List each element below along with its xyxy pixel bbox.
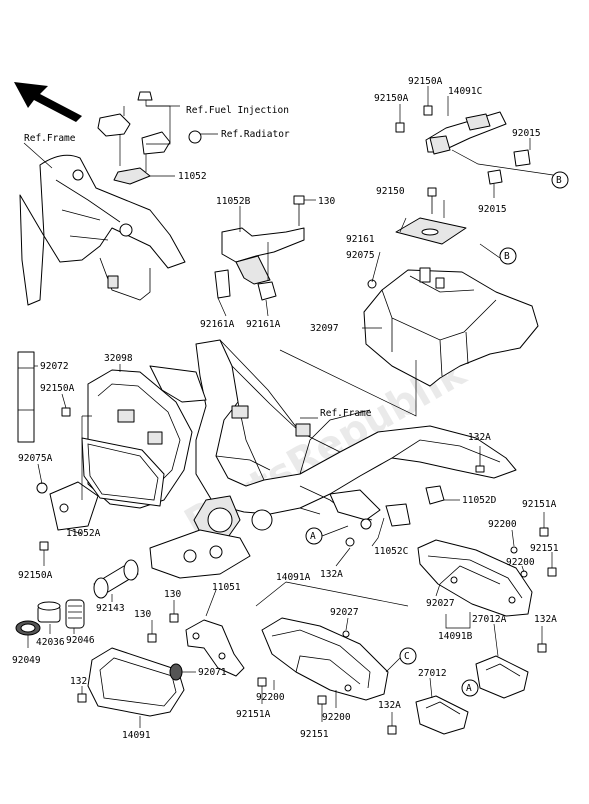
cover-14091	[77, 647, 185, 717]
label-11052: 11052	[178, 171, 207, 182]
label-92200-bot2: 92200	[322, 712, 351, 723]
label-92161A-a: 92161A	[200, 319, 235, 330]
label-27012A: 27012A	[472, 614, 507, 625]
callout-c-cover-text: C	[404, 651, 410, 662]
callout-b-mid-text: B	[504, 251, 510, 262]
label-132: 132	[70, 676, 87, 687]
leader	[371, 517, 385, 547]
label-92200-r1: 92200	[488, 519, 517, 530]
label-92200-bot: 92200	[256, 692, 285, 703]
ref-frame-top: Ref.Frame	[24, 133, 76, 144]
label-11052C: 11052C	[374, 546, 408, 557]
cover-14091A	[257, 617, 389, 705]
callout-a-frame-text: A	[310, 531, 316, 542]
label-132A-bot: 132A	[378, 700, 401, 711]
label-92015-a: 92015	[512, 128, 541, 139]
label-92143: 92143	[96, 603, 125, 614]
front-arrow-icon	[14, 82, 82, 122]
label-32097: 32097	[310, 323, 339, 334]
label-11052D: 11052D	[462, 495, 497, 506]
label-14091C: 14091C	[448, 86, 482, 97]
label-92151-bot: 92151	[300, 729, 329, 740]
label-92161A-b: 92161A	[246, 319, 281, 330]
label-92151: 92151	[530, 543, 559, 554]
leader	[255, 581, 409, 607]
leader	[69, 529, 83, 535]
main-frame	[149, 339, 517, 579]
label-92150: 92150	[376, 186, 405, 197]
label-92150A-top: 92150A	[408, 76, 443, 87]
label-92071: 92071	[198, 667, 227, 678]
label-11052A: 11052A	[66, 528, 101, 539]
cover-32098	[17, 351, 193, 531]
label-92027-a: 92027	[330, 607, 359, 618]
callout-b-top-text: B	[556, 175, 562, 186]
label-32098: 32098	[104, 353, 133, 364]
label-92150A-low: 92150A	[18, 570, 53, 581]
bolt-92150A-low	[39, 541, 49, 551]
callout-b-top	[551, 171, 569, 189]
label-92151A-right: 92151A	[522, 499, 557, 510]
label-132A-right: 132A	[534, 614, 557, 625]
label-92049: 92049	[12, 655, 41, 666]
ref-fuel-injection: Ref.Fuel Injection	[186, 105, 289, 116]
frame-sketch	[19, 154, 186, 306]
label-14091A: 14091A	[276, 572, 311, 583]
label-130-low-b: 130	[134, 609, 151, 620]
callout-a-bracket-text: A	[466, 683, 472, 694]
label-92015-b: 92015	[478, 204, 507, 215]
label-11051: 11051	[212, 582, 241, 593]
label-14091B: 14091B	[438, 631, 473, 642]
label-92075: 92075	[346, 250, 375, 261]
collar-42036	[37, 601, 61, 623]
leader	[399, 217, 501, 259]
leader	[217, 206, 269, 317]
leader	[119, 106, 147, 172]
leader	[451, 149, 561, 177]
bolt-130-top	[293, 195, 305, 226]
label-132A-low: 132A	[320, 569, 343, 580]
label-132A-mid: 132A	[468, 432, 491, 443]
leader	[23, 142, 53, 169]
label-130-low: 130	[164, 589, 181, 600]
coupling-92046	[65, 599, 85, 629]
callout-a-bracket	[461, 679, 479, 697]
label-92150A-top2: 92150A	[374, 93, 409, 104]
callout-c-cover	[399, 647, 417, 665]
ref-radiator: Ref.Radiator	[221, 129, 290, 140]
bracket-27012	[387, 695, 469, 735]
label-42036: 42036	[36, 637, 65, 648]
leader	[81, 415, 92, 500]
bracket-11052B	[214, 227, 305, 301]
sensor-parts	[97, 91, 202, 185]
ref-frame-mid: Ref.Frame	[320, 408, 372, 419]
bracket-27012A	[475, 643, 547, 699]
label-92072: 92072	[40, 361, 69, 372]
leader	[362, 200, 445, 329]
label-27012: 27012	[418, 668, 447, 679]
label-92027-b: 92027	[426, 598, 455, 609]
label-92161: 92161	[346, 234, 375, 245]
cover-14091B	[417, 527, 557, 617]
ring-92049	[15, 620, 41, 636]
leader	[279, 349, 417, 417]
label-92046: 92046	[66, 635, 95, 646]
battery-tray-32097	[363, 187, 539, 387]
hose-92143	[93, 559, 139, 599]
label-11052B: 11052B	[216, 196, 251, 207]
leader	[493, 138, 531, 198]
label-92150A-mid: 92150A	[40, 383, 75, 394]
label-92200-r2: 92200	[506, 557, 535, 568]
label-130-top: 130	[318, 196, 335, 207]
bracket-11051	[147, 613, 245, 677]
label-92151A-bot: 92151A	[236, 709, 271, 720]
label-92075A: 92075A	[18, 453, 53, 464]
callout-b-mid	[499, 247, 517, 265]
clamp-14091C	[395, 105, 531, 185]
label-14091: 14091	[122, 730, 151, 741]
leader	[445, 612, 471, 629]
